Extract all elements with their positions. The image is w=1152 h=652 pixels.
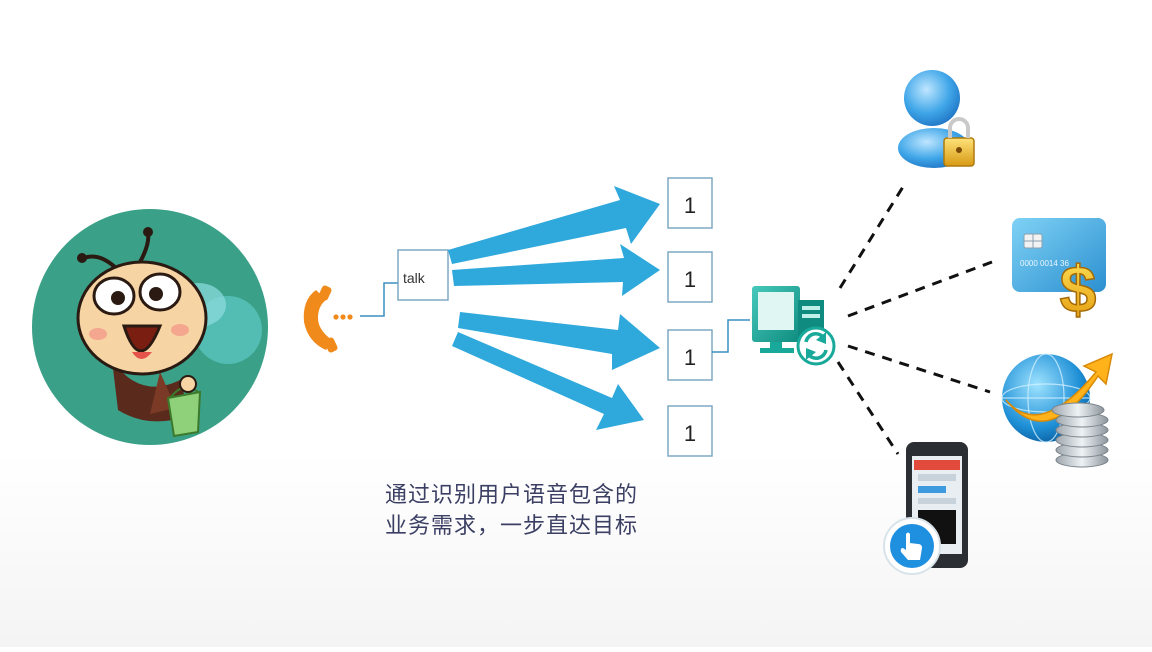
intent-box-1-label: 1 bbox=[684, 193, 696, 218]
connector-phone-talk bbox=[360, 282, 398, 317]
card-number: 0000 0014 36 bbox=[1020, 259, 1069, 268]
intent-box-1: 1 bbox=[667, 177, 713, 229]
caption-line-2: 业务需求，一步直达目标 bbox=[385, 514, 639, 539]
talk-box: talk bbox=[397, 249, 449, 301]
user-lock-icon bbox=[898, 70, 975, 168]
intent-arrows bbox=[448, 186, 660, 430]
caption-line-1: 通过识别用户语音包含的 bbox=[385, 483, 639, 508]
dashed-links bbox=[836, 181, 993, 455]
intent-box-3: 1 bbox=[667, 329, 713, 381]
talk-label: talk bbox=[403, 270, 426, 286]
intent-box-2-label: 1 bbox=[684, 267, 696, 292]
globe-coins-icon bbox=[1001, 352, 1114, 468]
dollar-sign-icon: $ bbox=[1060, 252, 1097, 326]
arrow-3 bbox=[458, 312, 660, 370]
mobile-touch-icon bbox=[883, 442, 968, 575]
dashed-link-card bbox=[847, 260, 993, 318]
intent-box-2: 1 bbox=[667, 251, 713, 303]
arrow-1 bbox=[448, 186, 660, 264]
dashed-link-user bbox=[838, 181, 908, 289]
dashed-link-globe bbox=[847, 344, 991, 394]
arrow-2 bbox=[452, 244, 660, 296]
intent-box-3-label: 1 bbox=[684, 345, 696, 370]
connector-box-server bbox=[712, 319, 750, 353]
caption: 通过识别用户语音包含的 业务需求，一步直达目标 bbox=[385, 480, 715, 542]
intent-box-4: 1 bbox=[667, 405, 713, 457]
server-sync-icon bbox=[752, 286, 836, 366]
intent-box-4-label: 1 bbox=[684, 421, 696, 446]
phone-call-icon bbox=[303, 285, 353, 353]
credit-card-dollar-icon: 0000 0014 36 $ bbox=[1012, 218, 1106, 327]
arrow-4 bbox=[452, 332, 644, 430]
bee-mascot-icon bbox=[32, 209, 268, 445]
dashed-link-mobile bbox=[836, 361, 900, 455]
